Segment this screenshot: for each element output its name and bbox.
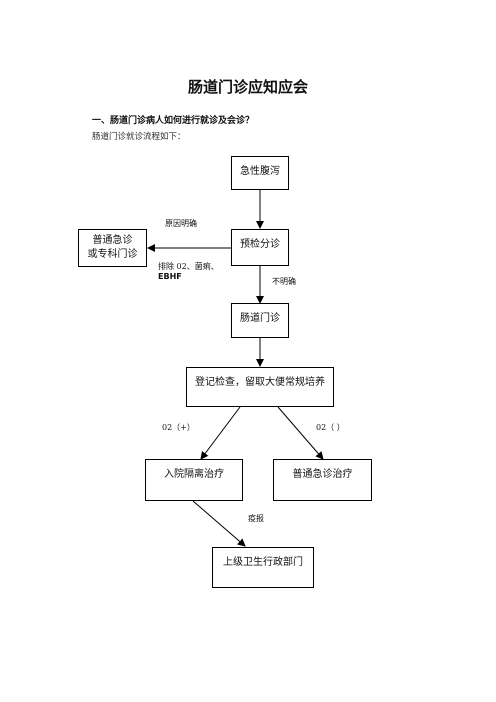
box-triage: 预检分诊: [231, 229, 289, 266]
label-cause-clear: 原因明确: [165, 219, 197, 228]
arrow-register-to-isolation: [200, 406, 241, 460]
label-exclude-line1: 排除 02、菌痢、: [158, 262, 219, 271]
box-general-line2: 或专科门诊: [87, 249, 138, 260]
arrow-register-to-er: [277, 406, 324, 460]
box-health-department: 上级卫生行政部门: [212, 547, 314, 588]
box-general-line1: 普通急诊: [92, 235, 133, 246]
label-unclear: 不明确: [272, 277, 296, 286]
page-title: 肠道门诊应知应会: [187, 78, 308, 96]
box-register-check: 登记检查，留取大便常规培养: [186, 367, 334, 407]
label-exclude-line2: EBHF: [158, 272, 182, 281]
arrow-isolation-to-health-dept: [192, 500, 246, 547]
label-o2-negative: 02（ ）: [316, 423, 345, 432]
box-general-emergency: 普通急诊 或专科门诊: [78, 229, 147, 267]
box-intestinal-clinic: 肠道门诊: [231, 303, 289, 338]
intro-text: 肠道门诊就诊流程如下：: [92, 132, 186, 142]
label-epidemic-report: 疫报: [248, 514, 264, 523]
box-acute-diarrhea: 急性腹泻: [231, 156, 289, 190]
section-heading: 一、肠道门诊病人如何进行就诊及会诊？: [92, 116, 255, 126]
box-er-treatment: 普通急诊治疗: [273, 459, 372, 501]
label-o2-positive: 02（+）: [162, 423, 195, 432]
box-isolation-treatment: 入院隔离治疗: [145, 459, 243, 501]
